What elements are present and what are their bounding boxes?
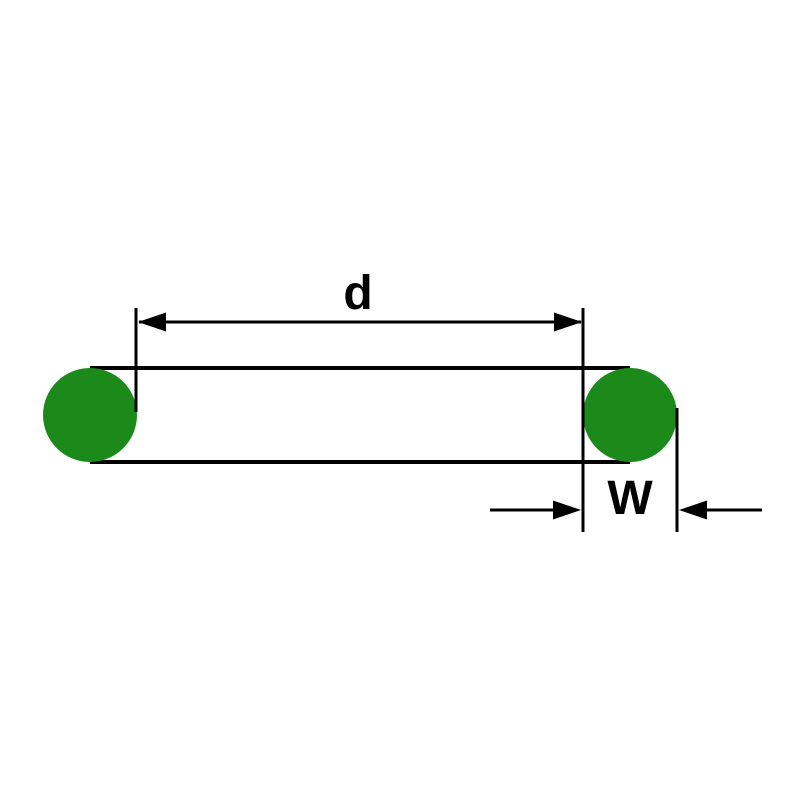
arrowheads — [138, 312, 707, 520]
cross-section-width-label: W — [607, 472, 653, 525]
w-arrowhead-left — [553, 500, 581, 520]
inner-diameter-label: d — [343, 267, 372, 320]
ring-cross-section-left — [43, 368, 137, 462]
d-arrowhead-left — [138, 312, 166, 332]
ring-cross-section-right — [583, 368, 677, 462]
ring-outline — [90, 366, 630, 464]
d-arrowhead-right — [554, 312, 582, 332]
w-arrowhead-right — [679, 500, 707, 520]
dimension-lines — [134, 308, 762, 532]
